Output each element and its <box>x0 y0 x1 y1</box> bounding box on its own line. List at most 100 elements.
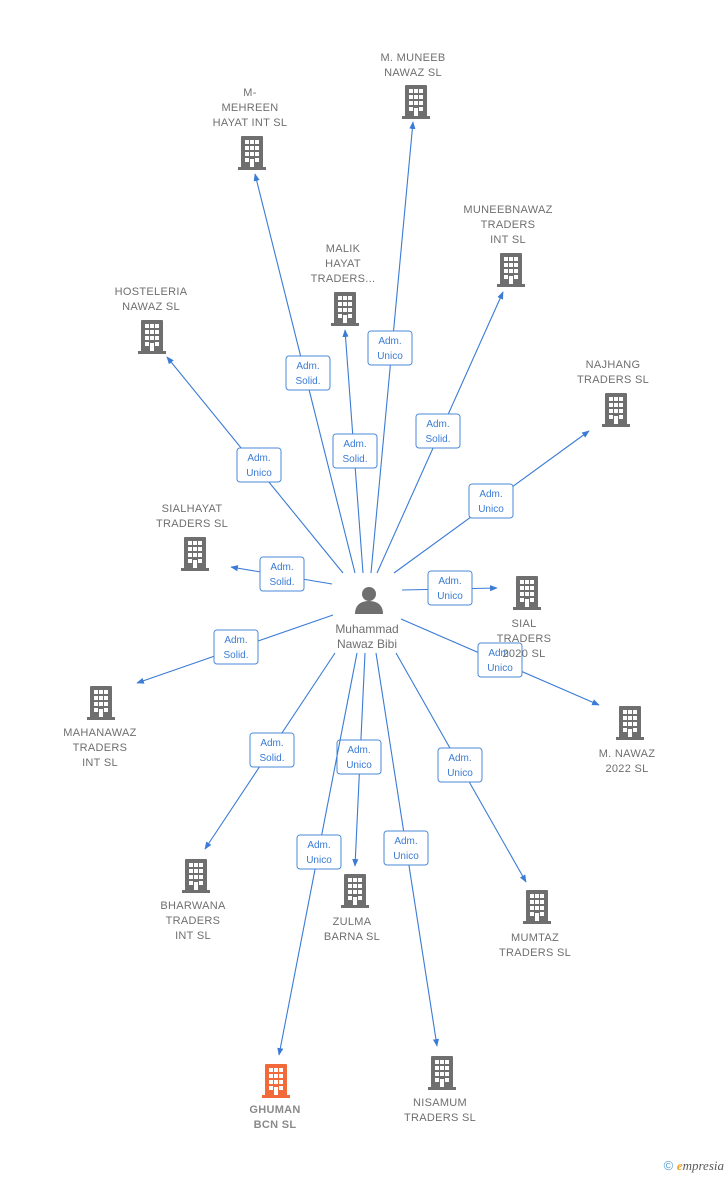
company-label-line: MALIK <box>326 243 361 255</box>
role-badge-hosteleria[interactable]: Adm.Unico <box>236 447 282 483</box>
role-text: Unico <box>437 591 463 602</box>
role-badge-box <box>477 642 523 678</box>
role-badge-m-muneeb[interactable]: Adm. Unico <box>367 330 413 366</box>
company-label-line: M- <box>243 87 256 99</box>
company-node-m-nawaz-2022[interactable]: M. NAWAZ 2022 SL <box>599 706 656 775</box>
role-badge-zulma[interactable]: Adm.Unico <box>336 739 382 775</box>
role-badge-ghuman[interactable]: Adm. Unico <box>296 834 342 870</box>
building-icon <box>181 537 209 571</box>
company-label-line: MUMTAZ <box>511 932 559 944</box>
role-text: Unico <box>393 851 419 862</box>
company-label-line: NISAMUM <box>413 1097 467 1109</box>
building-icon <box>262 1064 290 1098</box>
role-badge-bharwana[interactable]: Adm. Solid. <box>249 732 295 768</box>
company-label-line: 2020 SL <box>502 648 545 660</box>
role-badge-sialhayat[interactable]: Adm.Solid. <box>259 556 305 592</box>
company-node-hosteleria[interactable]: HOSTELERIA NAWAZ SL <box>115 286 188 354</box>
role-text: Unico <box>478 504 504 515</box>
building-icon <box>87 686 115 720</box>
company-label-line: M. NAWAZ <box>599 748 656 760</box>
company-label-line: HOSTELERIA <box>115 286 188 298</box>
role-text: Adm. <box>260 738 283 749</box>
company-label-line: INT SL <box>490 234 526 246</box>
person-name-line-2: Nawaz Bibi <box>337 637 397 651</box>
role-text: Solid. <box>259 753 284 764</box>
building-icon <box>331 292 359 326</box>
role-badge-box <box>383 830 429 866</box>
edges-layer: Adm.UnicoAdm.Solid.Adm.Solid.Adm.Solid.A… <box>136 121 600 1056</box>
building-icon <box>341 874 369 908</box>
footer-brand: © empresia <box>664 1158 724 1174</box>
role-badge-muneebnawaz[interactable]: Adm.Solid. <box>415 413 461 449</box>
role-text: Adm. <box>224 635 247 646</box>
building-icon <box>513 576 541 610</box>
center-person-node[interactable]: Muhammad Nawaz Bibi <box>335 587 399 651</box>
role-text: Adm. <box>378 336 401 347</box>
company-label-line: GHUMAN <box>249 1104 300 1116</box>
company-node-mumtaz[interactable]: MUMTAZ TRADERS SL <box>499 890 571 959</box>
role-badge-box <box>468 483 514 519</box>
role-badge-box <box>415 413 461 449</box>
company-label-line: TRADERS SL <box>404 1112 476 1124</box>
company-label-line: HAYAT <box>325 258 361 270</box>
building-icon <box>497 253 525 287</box>
role-badge-box <box>213 629 259 665</box>
company-node-ghuman[interactable]: GHUMAN BCN SL <box>249 1064 300 1131</box>
company-label-line: NAWAZ SL <box>122 301 180 313</box>
building-icon <box>428 1056 456 1090</box>
company-label-line: TRADERS SL <box>577 374 649 386</box>
role-badge-box <box>249 732 295 768</box>
building-icon <box>402 85 430 119</box>
company-label-line: NAJHANG <box>586 359 641 371</box>
role-badge-mumtaz[interactable]: Adm. Unico <box>437 747 483 783</box>
company-label-line: MAHANAWAZ <box>63 727 136 739</box>
building-icon <box>616 706 644 740</box>
role-badge-box <box>332 433 378 469</box>
copyright-symbol: © <box>663 1158 674 1173</box>
role-badge-najhang[interactable]: Adm.Unico <box>468 483 514 519</box>
company-label-line: SIAL <box>511 618 536 630</box>
brand-name: mpresia <box>682 1158 724 1173</box>
company-node-malik[interactable]: MALIKHAYATTRADERS... <box>311 243 376 326</box>
company-label-line: TRADERS SL <box>499 947 571 959</box>
role-text: Unico <box>377 351 403 362</box>
company-node-najhang[interactable]: NAJHANG TRADERS SL <box>577 359 649 427</box>
role-badge-mahanawaz[interactable]: Adm.Solid. <box>213 629 259 665</box>
role-badge-box <box>427 570 473 606</box>
role-text: Adm. <box>347 745 370 756</box>
company-label-line: TRADERS SL <box>156 518 228 530</box>
company-label-line: 2022 SL <box>605 763 648 775</box>
role-badge-box <box>437 747 483 783</box>
company-label-line: BCN SL <box>254 1119 297 1131</box>
company-node-nisamum[interactable]: NISAMUM TRADERS SL <box>404 1056 476 1124</box>
company-label-line: ZULMA <box>333 916 372 928</box>
role-badge-nisamum[interactable]: Adm.Unico <box>383 830 429 866</box>
role-badge-malik[interactable]: Adm.Solid. <box>332 433 378 469</box>
company-label-line: MUNEEBNAWAZ <box>463 204 552 216</box>
role-text: Unico <box>306 855 332 866</box>
role-badge-sial[interactable]: Adm.Unico <box>427 570 473 606</box>
role-badge-m-nawaz-2022[interactable]: Adm.Unico <box>477 642 523 678</box>
role-text: Unico <box>447 768 473 779</box>
role-text: Adm. <box>307 840 330 851</box>
role-text: Adm. <box>448 753 471 764</box>
building-icon <box>602 393 630 427</box>
role-badge-box <box>285 355 331 391</box>
role-text: Solid. <box>295 376 320 387</box>
building-icon <box>523 890 551 924</box>
role-text: Adm. <box>247 453 270 464</box>
company-node-m-muneeb[interactable]: M. MUNEEBNAWAZ SL <box>380 52 445 119</box>
role-badge-box <box>259 556 305 592</box>
role-text: Adm. <box>270 562 293 573</box>
role-text: Adm. <box>488 648 511 659</box>
role-badge-mehreen[interactable]: Adm.Solid. <box>285 355 331 391</box>
